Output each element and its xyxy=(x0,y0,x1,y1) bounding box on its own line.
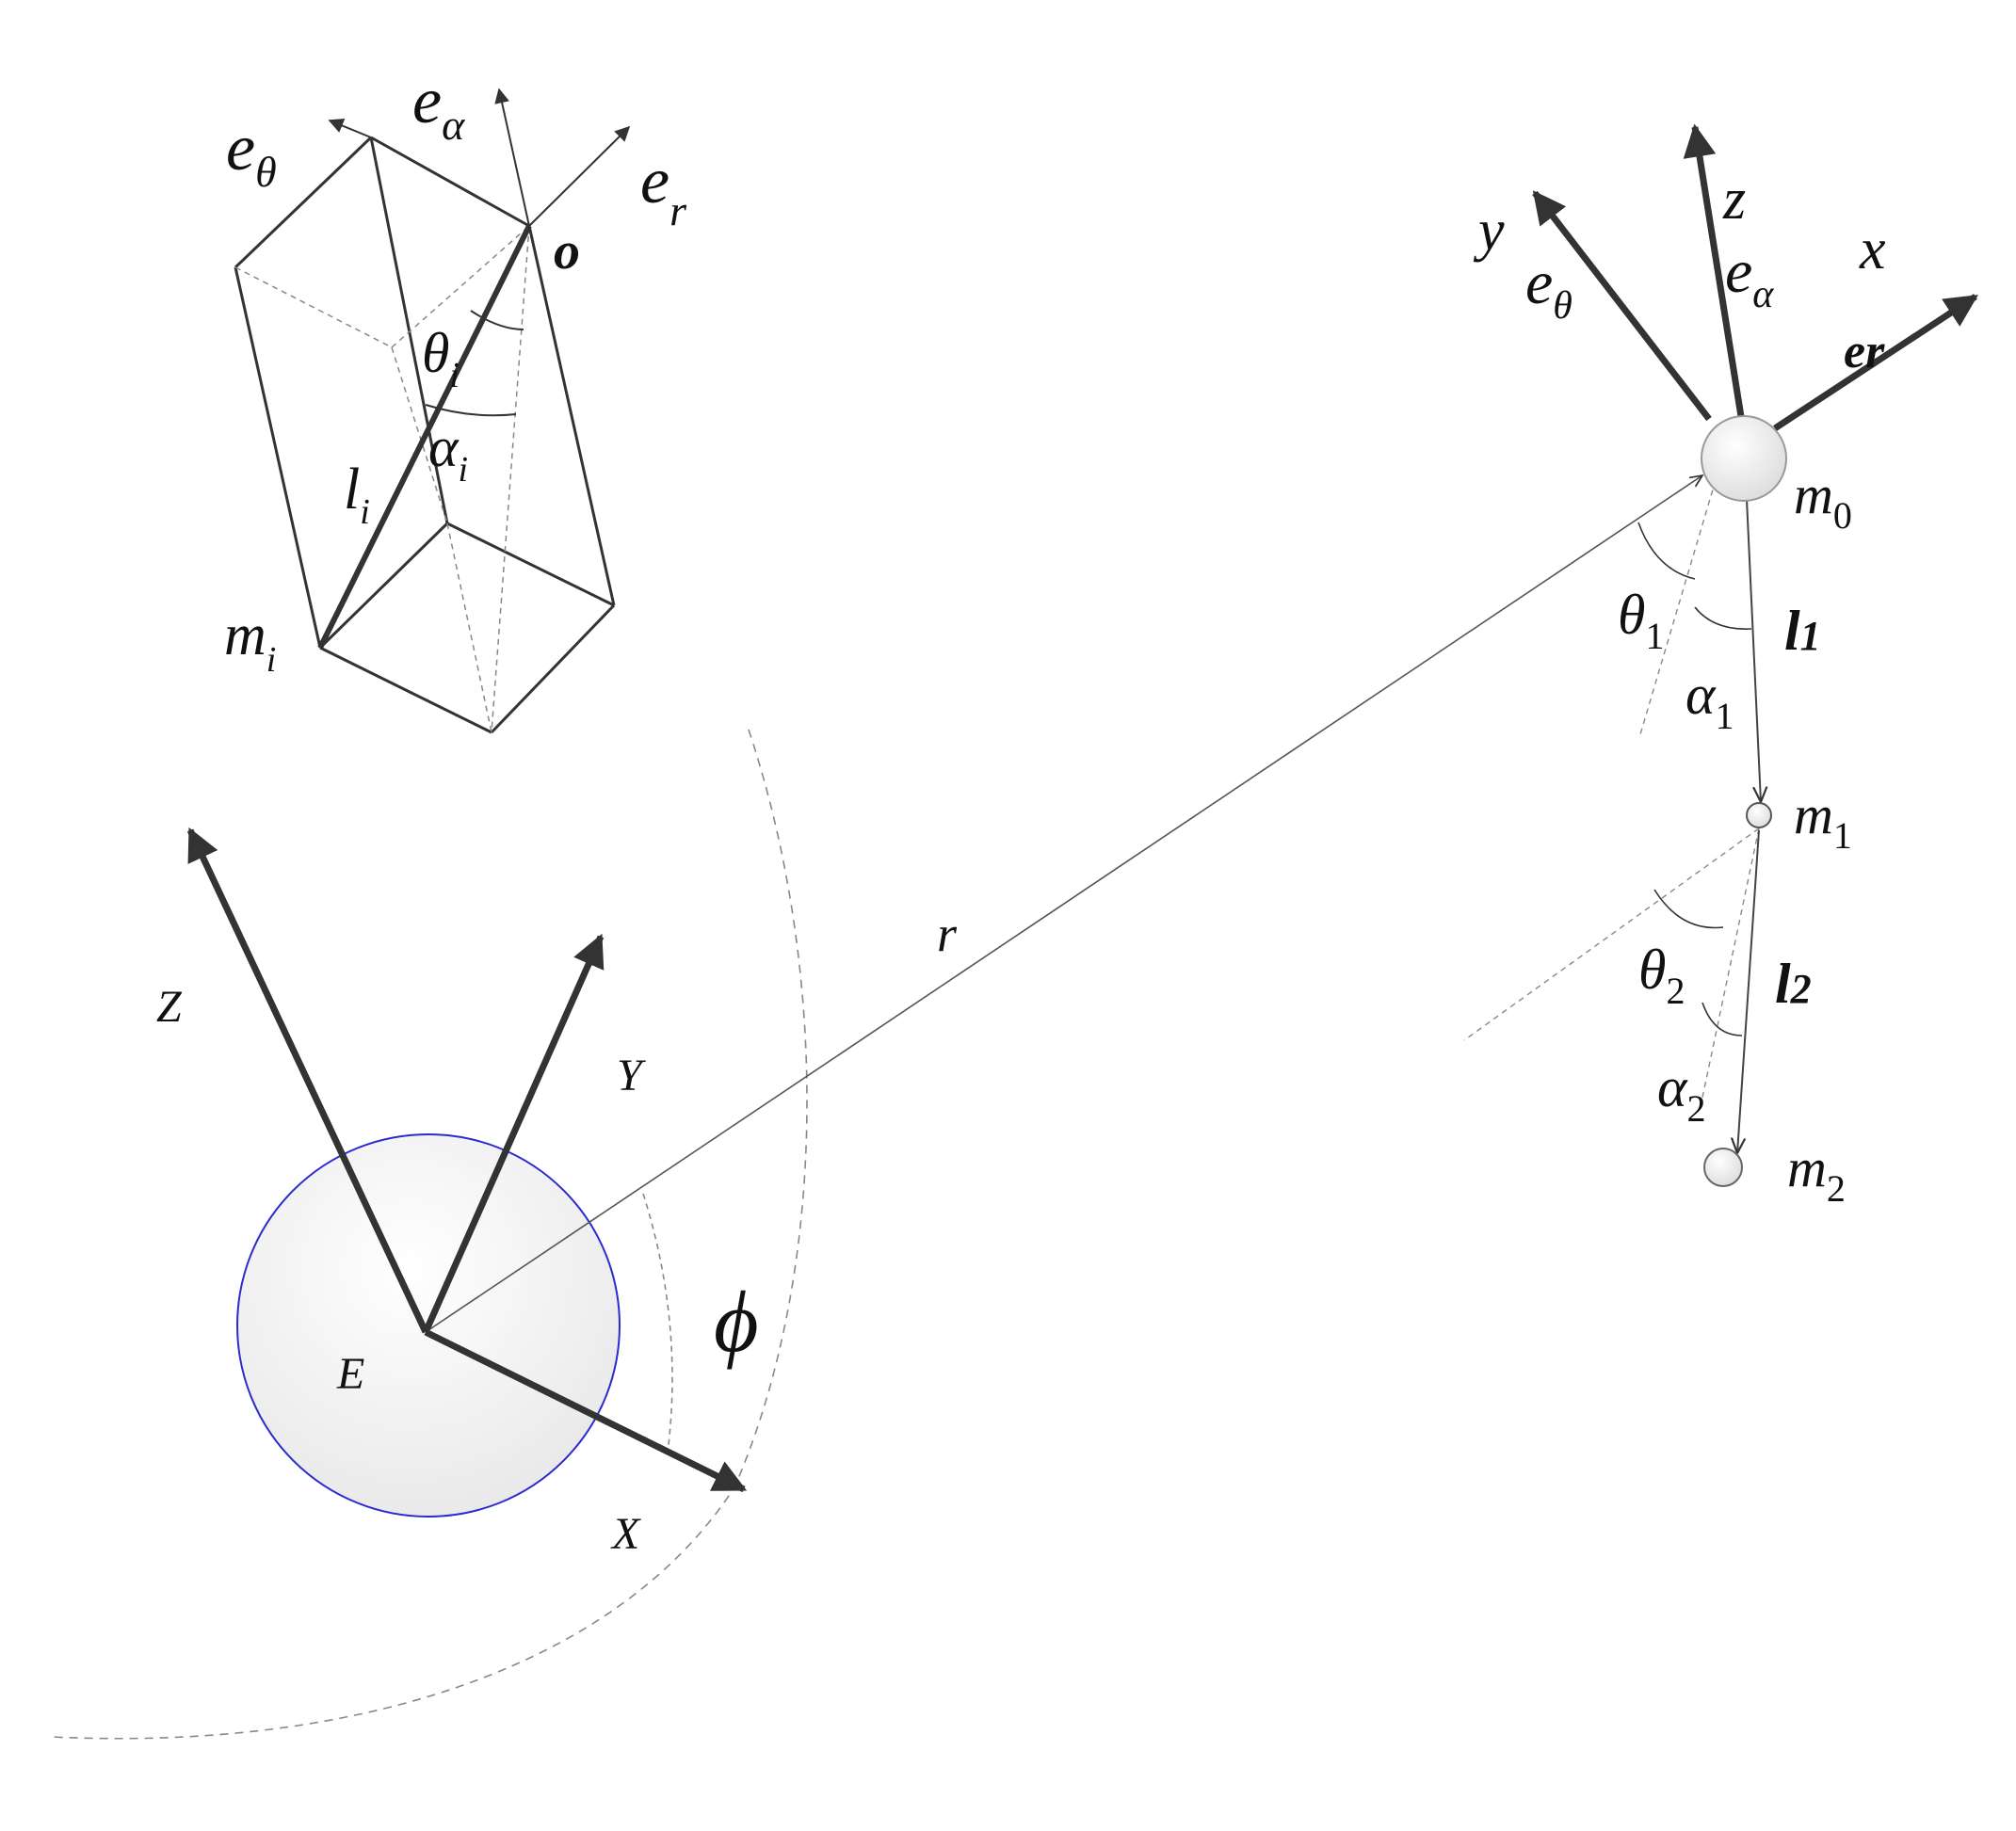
earth-axis-x xyxy=(424,1328,748,1493)
tether-y-label: y xyxy=(1473,199,1505,263)
earth-label: E xyxy=(336,1349,364,1399)
tether-e-theta-label: eθ xyxy=(1525,249,1572,328)
prism-hidden-edge xyxy=(446,522,492,733)
e-r-arrow xyxy=(528,125,631,227)
theta1-label: θ1 xyxy=(1618,584,1664,657)
tether-e-r-label: er xyxy=(1844,325,1885,378)
inset-l-i-label: li xyxy=(344,458,370,532)
prism-hidden-edge xyxy=(234,266,393,348)
prism-edge xyxy=(370,136,530,228)
mass-m0 xyxy=(1701,415,1787,502)
inset-alpha-i-label: αi xyxy=(428,416,468,490)
phi-arc xyxy=(642,1193,673,1446)
radius-vector-r xyxy=(425,475,1702,1333)
theta2-label: θ2 xyxy=(1638,939,1685,1012)
prism-edge xyxy=(369,137,449,524)
prism-edge xyxy=(446,522,615,607)
m1-label: m1 xyxy=(1794,784,1852,857)
inset-e-theta-label: eθ xyxy=(226,112,277,196)
tether-z-label: z xyxy=(1722,168,1746,232)
tether-axis-z xyxy=(1683,123,1750,453)
tether-axis-x xyxy=(1773,294,1978,431)
prism-edge xyxy=(527,225,616,606)
mass-m1 xyxy=(1746,802,1772,828)
inset-m-i-label: mi xyxy=(224,603,276,680)
prism-edge xyxy=(318,522,449,650)
alpha2-label: α2 xyxy=(1657,1056,1706,1130)
alpha2-arc xyxy=(1702,1002,1743,1036)
axis-y-label: Y xyxy=(617,1051,646,1100)
alpha1-arc xyxy=(1694,606,1752,630)
l2-label: l2 xyxy=(1775,953,1812,1015)
tether-l2 xyxy=(1737,829,1760,1153)
theta1-arc xyxy=(1637,522,1696,580)
l1-label: l1 xyxy=(1784,600,1821,662)
alpha1-label: α1 xyxy=(1685,664,1734,737)
theta2-arc xyxy=(1653,889,1724,929)
prism-hidden-edge xyxy=(391,225,530,348)
inset-origin-label: o xyxy=(554,222,580,281)
r-label: r xyxy=(937,906,958,962)
m2-label: m2 xyxy=(1787,1137,1846,1210)
earth-axis-y xyxy=(422,933,605,1334)
e-alpha-arrow xyxy=(494,88,530,227)
e-theta-arrow xyxy=(328,119,372,138)
prism-edge xyxy=(234,266,322,649)
inset-e-alpha-label: eα xyxy=(412,65,465,149)
phi-label: ϕ xyxy=(714,1274,759,1370)
theta-i-arc xyxy=(470,310,524,330)
tether-x-label: x xyxy=(1859,217,1886,281)
prism-edge xyxy=(319,646,492,734)
tether-e-alpha-label: eα xyxy=(1725,237,1774,316)
tether-li-line xyxy=(317,224,532,650)
prism-edge xyxy=(234,136,373,269)
alpha-i-arc xyxy=(425,404,517,417)
ref-line-m1 xyxy=(1463,827,1760,1041)
axis-z-label: Z xyxy=(156,982,183,1032)
inset-e-r-label: er xyxy=(640,145,687,234)
tether-l1 xyxy=(1746,498,1761,802)
earth-group: E Z Y X ϕ r xyxy=(51,475,1702,1740)
mass-m2 xyxy=(1703,1148,1743,1187)
prism-edge xyxy=(490,603,616,734)
tether-system-group: y z x eθ eα er m0 m1 m2 θ1 α1 θ2 α2 l1 l… xyxy=(1463,123,1978,1210)
ref-line-m1-b xyxy=(1699,827,1760,1112)
earth-axis-z xyxy=(186,827,429,1334)
inset-theta-i-label: θi xyxy=(422,322,460,395)
inset-prism-group: eθ eα er o θi αi li mi xyxy=(224,65,687,734)
tether-axis-y xyxy=(1532,190,1712,422)
m0-label: m0 xyxy=(1794,464,1852,537)
ref-line-m0 xyxy=(1639,479,1717,735)
axis-x-label: X xyxy=(610,1509,641,1559)
prism-hidden-edge xyxy=(491,225,530,733)
